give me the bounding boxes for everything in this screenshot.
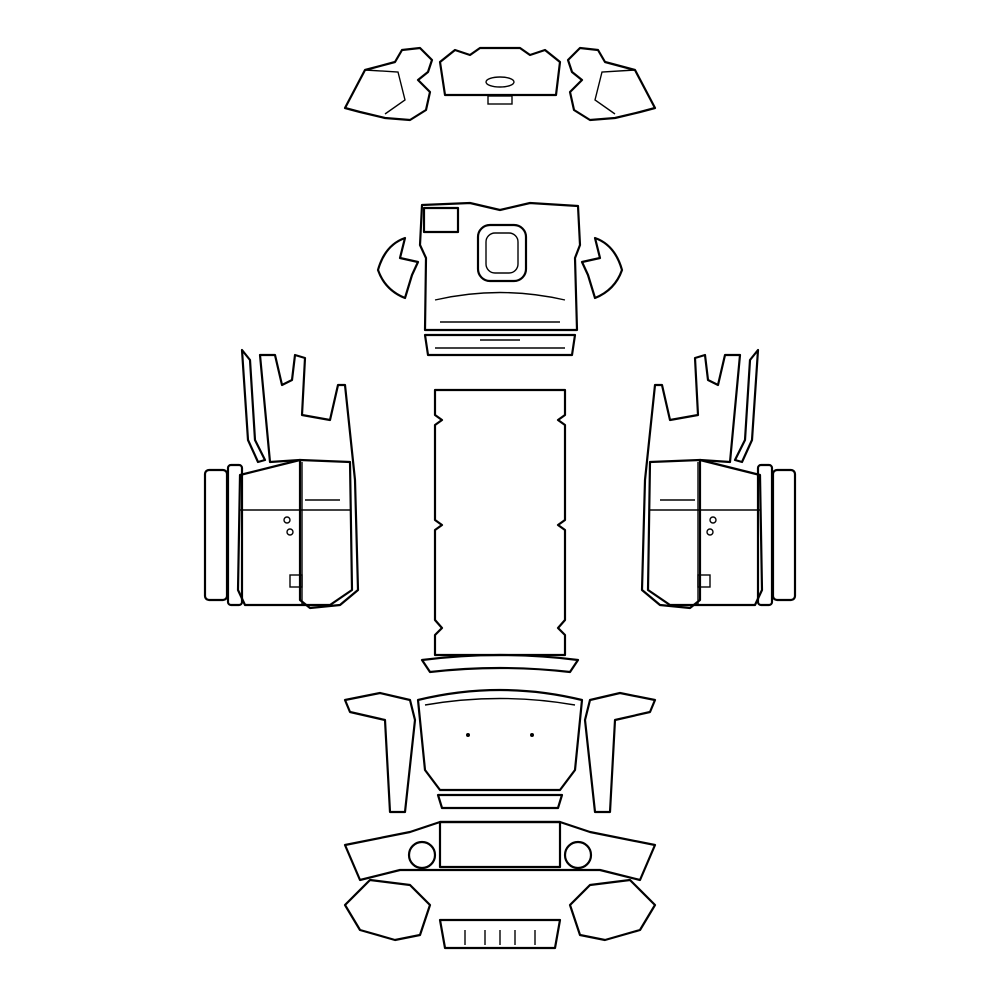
rear-left-light-piece bbox=[376, 236, 420, 300]
roof-group bbox=[420, 388, 580, 674]
front-bumper-group bbox=[343, 820, 657, 950]
rear-left-corner-piece bbox=[343, 46, 434, 122]
left-door-panel bbox=[236, 458, 354, 607]
roof-panel bbox=[433, 388, 567, 657]
hood-panel bbox=[416, 688, 584, 792]
roof-front-strip bbox=[420, 653, 580, 674]
right-fog-light bbox=[563, 840, 593, 870]
tailgate-lower-strip bbox=[423, 333, 577, 357]
right-upper-side-piece bbox=[640, 353, 742, 610]
front-bumper-upper bbox=[343, 820, 657, 882]
front-bumper-lower-left bbox=[343, 878, 432, 942]
left-fender-piece bbox=[343, 691, 417, 814]
rear-right-light-piece bbox=[580, 236, 624, 300]
rear-right-corner-piece bbox=[566, 46, 657, 122]
left-pillar-piece bbox=[240, 348, 267, 464]
left-fog-light bbox=[407, 840, 437, 870]
right-pillar-piece bbox=[733, 348, 760, 464]
front-bumper-lower-right bbox=[568, 878, 657, 942]
tailgate-panel bbox=[418, 201, 582, 332]
hood-lower-strip bbox=[436, 793, 564, 810]
left-upper-side-piece bbox=[258, 353, 360, 610]
rear-center-panel bbox=[438, 46, 562, 97]
right-fender-piece bbox=[583, 691, 657, 814]
rear-top-group bbox=[343, 46, 657, 122]
right-side-group bbox=[640, 348, 797, 610]
front-bumper-center-lower bbox=[438, 918, 562, 950]
right-door-panel bbox=[646, 458, 764, 607]
left-side-group bbox=[203, 348, 360, 610]
hood-group bbox=[343, 688, 657, 814]
tailgate-group bbox=[376, 201, 624, 357]
